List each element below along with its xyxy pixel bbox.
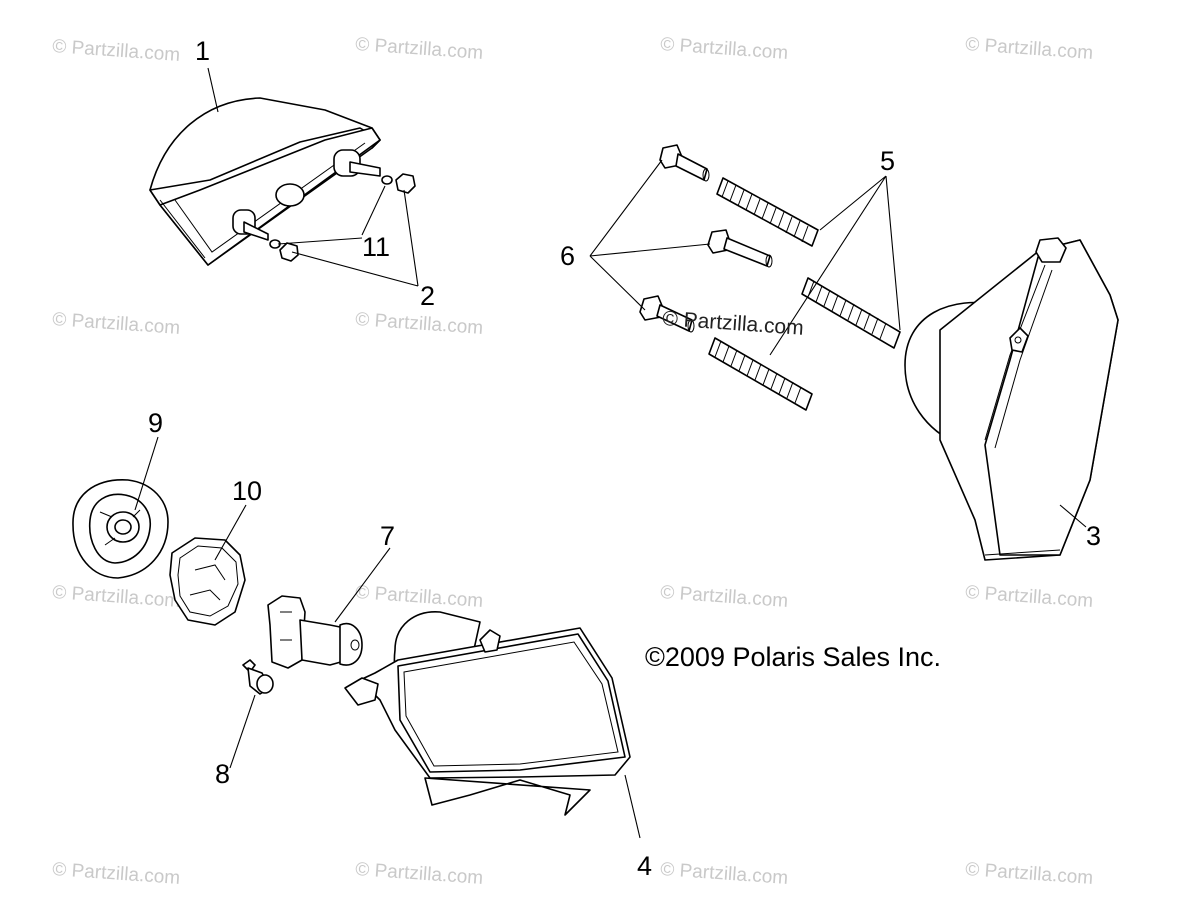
watermark: © Partzilla.com — [660, 34, 789, 64]
callout-4: 4 — [637, 851, 652, 881]
callout-3: 3 — [1086, 521, 1101, 551]
callout-8: 8 — [215, 759, 230, 789]
headlight-bulb — [267, 595, 363, 669]
callout-10: 10 — [232, 476, 262, 506]
callout-9: 9 — [148, 408, 163, 438]
watermark: © Partzilla.com — [965, 34, 1094, 64]
leader-lines — [134, 67, 1087, 839]
headlight-assembly-left — [344, 611, 631, 816]
watermark: © Partzilla.com — [965, 582, 1094, 612]
tail-light-housing — [149, 97, 381, 266]
bulb-cap — [72, 479, 169, 579]
callout-5: 5 — [880, 146, 895, 176]
retaining-ring — [169, 537, 246, 626]
watermark: © Partzilla.com — [660, 582, 789, 612]
callout-7: 7 — [380, 521, 395, 551]
watermark: © Partzilla.com — [965, 859, 1094, 889]
watermark: © Partzilla.com — [355, 859, 484, 889]
copyright-notice: ©2009 Polaris Sales Inc. — [645, 642, 941, 672]
watermark: © Partzilla.com — [52, 582, 181, 612]
callout-1: 1 — [195, 36, 210, 66]
watermark-overlay: © Partzilla.com — [662, 307, 805, 340]
watermark: © Partzilla.com — [52, 309, 181, 339]
callout-6: 6 — [560, 241, 575, 271]
watermark: © Partzilla.com — [52, 859, 181, 889]
position-bulb — [242, 659, 274, 695]
watermark: © Partzilla.com — [52, 36, 181, 66]
springs — [708, 177, 901, 411]
bolts — [639, 144, 773, 333]
callout-2: 2 — [420, 281, 435, 311]
watermark: © Partzilla.com — [355, 582, 484, 612]
watermark: © Partzilla.com — [355, 34, 484, 64]
headlight-assembly-right — [904, 237, 1119, 561]
callout-11: 11 — [362, 232, 390, 262]
watermark: © Partzilla.com — [660, 859, 789, 889]
washers-and-nuts — [269, 173, 416, 262]
callout-labels: 1 2 3 4 5 6 7 8 9 10 11 — [148, 36, 1101, 881]
watermark: © Partzilla.com — [355, 309, 484, 339]
